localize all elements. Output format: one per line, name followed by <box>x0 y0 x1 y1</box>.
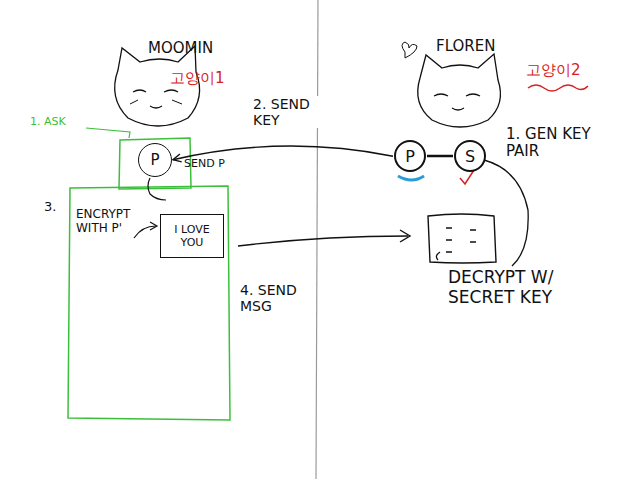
step-note: 1. ASK <box>30 116 90 129</box>
node-text: S <box>465 147 475 166</box>
step-note: ENCRYPT WITH P' <box>76 208 148 236</box>
step-note: SEND P <box>184 158 244 171</box>
character-name: FLOREN <box>436 38 526 55</box>
character-name: MOOMIN <box>148 40 238 57</box>
korean-note: 고양이1 <box>170 70 260 87</box>
public-key-circle: P <box>394 140 426 172</box>
message-box: I LOVE YOU <box>160 214 224 258</box>
node-text: P <box>405 147 415 166</box>
edge-label: 2. SEND KEY <box>253 96 323 128</box>
step-label: 4. SEND MSG <box>240 282 330 314</box>
node-text: P <box>150 151 159 169</box>
step-label: DECRYPT W/ SECRET KEY <box>448 268 598 307</box>
node-text: I LOVE YOU <box>164 223 220 249</box>
connector <box>427 155 453 158</box>
step-label: 1. GEN KEY PAIR <box>506 126 616 161</box>
secret-key-circle: S <box>454 140 486 172</box>
korean-note: 고양이2 <box>526 62 626 79</box>
callout-number: 3. <box>44 200 68 215</box>
public-key-circle: P <box>138 143 172 177</box>
